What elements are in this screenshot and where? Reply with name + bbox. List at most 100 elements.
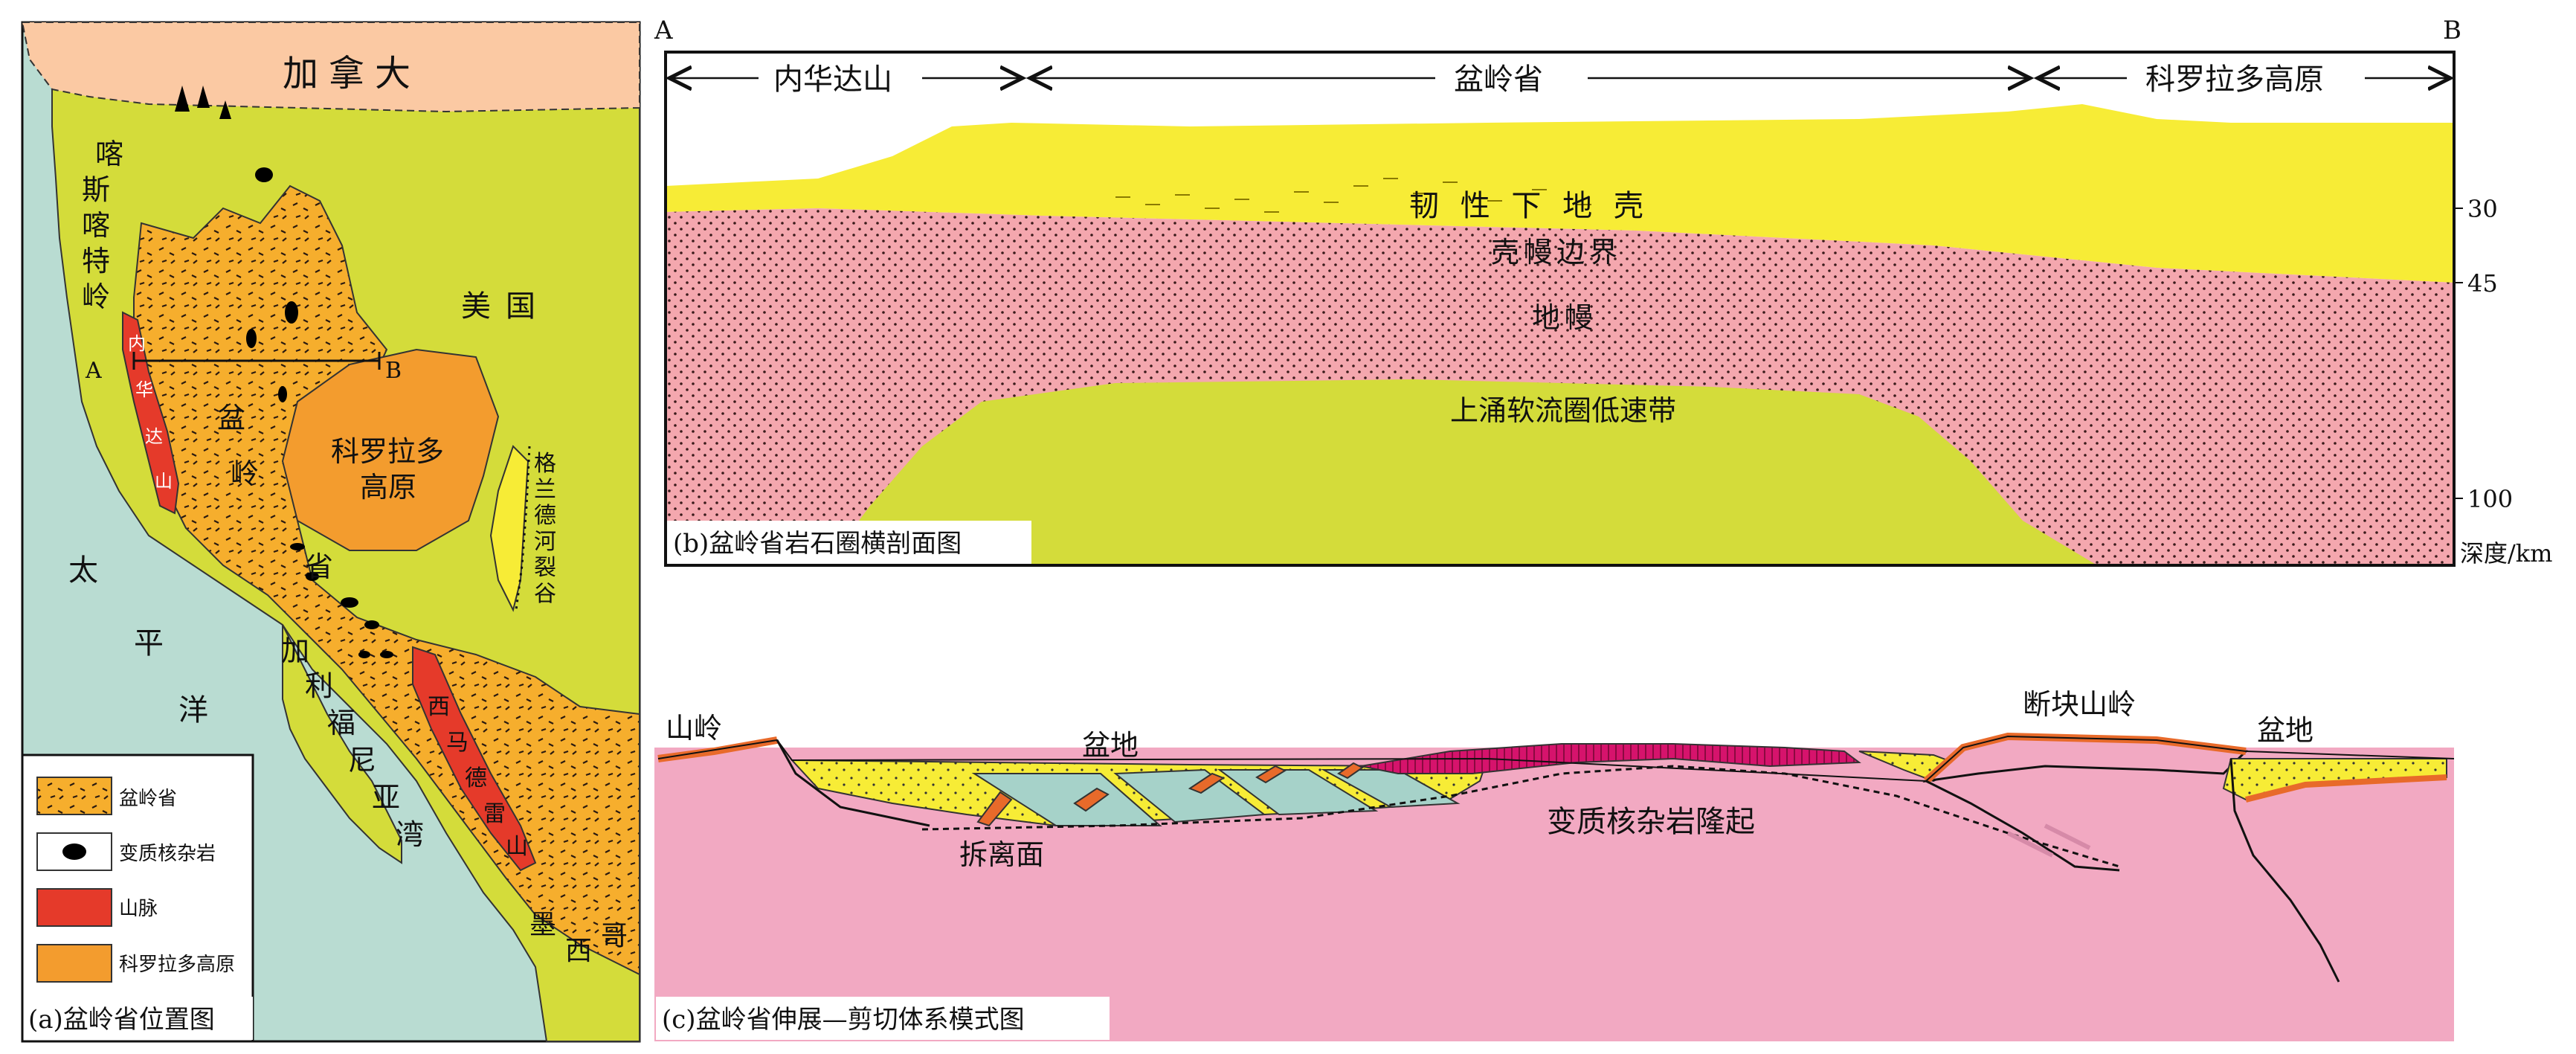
sierra-madre-char: 雷	[483, 801, 506, 827]
depth-30: 30	[2467, 195, 2498, 223]
label-colorado-header: 科罗拉多高原	[2145, 62, 2324, 97]
rio-char: 河	[534, 529, 556, 555]
major-fault-line	[1925, 780, 2120, 872]
label-detachment: 拆离面	[959, 838, 1044, 871]
depth-45: 45	[2467, 269, 2498, 298]
map-caption: (a)盆岭省位置图	[28, 1005, 215, 1035]
section-panel: 内华达山 盆岭省 科罗拉多高原 A B 韧 性 下 地 壳 壳幔边界 地幔 上涌…	[654, 16, 2553, 568]
map-point-a: A	[85, 358, 102, 384]
cascade-char: 喀	[95, 138, 123, 170]
legend-swatch-basin	[36, 777, 112, 815]
label-basin-1: 盆地	[1082, 729, 1139, 762]
label-mantle: 地幔	[1532, 301, 1597, 334]
gulf-char: 湾	[396, 818, 424, 851]
legend-basin: 盆岭省	[119, 788, 177, 810]
gulf-char: 福	[327, 707, 355, 739]
tilted-blocks	[971, 762, 1461, 827]
legend-swatch-core	[36, 832, 112, 871]
basin-right-base	[2245, 774, 2447, 803]
label-basin-2: 盆地	[2257, 714, 2313, 747]
cascade-char: 斯	[82, 173, 110, 206]
rift-fault	[515, 446, 531, 611]
rio-char: 谷	[534, 581, 556, 607]
model-caption-bg	[656, 997, 1110, 1040]
basin-range-area	[133, 184, 640, 976]
legend-core-icon	[62, 843, 86, 860]
pacific-char: 太	[68, 553, 98, 588]
sierra-madre-char: 马	[446, 730, 468, 756]
mexico-char: 西	[565, 936, 592, 966]
gulf-char: 利	[305, 669, 333, 702]
crust-texture	[1115, 178, 1636, 213]
core-complex-markers	[175, 86, 393, 658]
label-cascade: 喀 斯 喀 特 岭	[82, 138, 123, 313]
section-point-a: A	[654, 16, 673, 45]
label-colorado-2: 高原	[360, 471, 416, 504]
basin-char: 省	[305, 550, 333, 583]
basin-right-fault	[2229, 758, 2340, 983]
legend-swatch-mountain	[36, 888, 112, 927]
label-colorado-1: 科罗拉多	[331, 435, 444, 468]
basin-char: 盆	[217, 402, 245, 434]
colorado-plateau-area	[281, 348, 500, 551]
sierra-madre-char: 德	[465, 765, 487, 791]
sierra-char: 山	[155, 471, 173, 492]
label-gulf: 加 利 福 尼 亚 湾	[281, 634, 424, 851]
section-caption-bg	[667, 521, 1031, 564]
sierra-char: 达	[145, 426, 163, 447]
depth-100: 100	[2467, 485, 2513, 513]
label-pacific: 太 平 洋	[68, 553, 208, 727]
label-sierra-nevada: 内 华 达 山	[128, 333, 173, 492]
core-complex-body	[1360, 743, 1861, 774]
pacific-char: 平	[134, 626, 164, 661]
map-panel: A B 加拿大 美国 喀 斯 喀 特 岭 太 平 洋 加 利 福 尼 亚 湾 墨…	[21, 21, 641, 1043]
cascade-char: 特	[82, 245, 110, 277]
baja-peninsula	[282, 624, 402, 864]
gulf-char: 亚	[372, 781, 400, 814]
sierra-nevada-range	[122, 311, 180, 515]
label-mexico: 墨 西 哥	[529, 910, 628, 966]
detachment-line	[921, 765, 2120, 868]
rio-char: 德	[534, 503, 556, 529]
label-mountain: 山岭	[666, 712, 722, 745]
label-fault-block: 断块山岭	[2023, 688, 2136, 721]
model-caption: (c)盆岭省伸展—剪切体系模式图	[662, 1005, 1025, 1035]
map-point-b: B	[385, 358, 402, 384]
label-moho: 壳幔边界	[1491, 236, 1622, 269]
crust-layer	[666, 104, 2454, 283]
label-basin-range-header: 盆岭省	[1454, 62, 1543, 97]
section-caption: (b)盆岭省岩石圈横剖面图	[673, 529, 962, 559]
mexico-char: 墨	[529, 910, 556, 940]
legend-mountain: 山脉	[119, 898, 158, 920]
label-usa: 美国	[461, 289, 550, 324]
rio-char: 裂	[534, 555, 556, 581]
label-asthenosphere: 上涌软流圈低速带	[1450, 394, 1676, 427]
map-legend: 盆岭省 变质核杂岩 山脉 科罗拉多高原	[21, 753, 254, 1043]
pacific-char: 洋	[178, 693, 208, 727]
depth-unit: 深度/km	[2460, 539, 2553, 568]
label-rio-grande: 格 兰 德 河 裂 谷	[534, 451, 556, 607]
label-basin-range: 盆 岭 省	[217, 402, 333, 583]
model-panel: 山岭 盆地 拆离面 变质核杂岩隆起 断块山岭 盆地 (c)盆岭省伸展—剪切体系模…	[654, 688, 2455, 1041]
cascade-char: 喀	[82, 209, 110, 242]
sierra-char: 内	[128, 333, 146, 354]
mexico-char: 哥	[601, 921, 628, 951]
label-sierra-madre: 西 马 德 雷 山	[428, 694, 528, 860]
basin-char: 岭	[231, 457, 259, 490]
rio-char: 格	[534, 451, 556, 477]
canada-area	[21, 22, 640, 113]
shear-arrow-2	[2044, 823, 2091, 850]
surface-line	[657, 735, 2455, 783]
mountain-left-fault	[776, 739, 930, 827]
shear-arrow-1	[2006, 831, 2054, 858]
label-lower-crust: 韧 性 下 地 壳	[1409, 189, 1649, 223]
section-point-b: B	[2443, 16, 2461, 45]
label-core-complex: 变质核杂岩隆起	[1547, 805, 1755, 839]
sierra-char: 华	[135, 379, 153, 400]
legend-swatch-colorado	[36, 944, 112, 983]
depth-axis: 30 45 100 深度/km	[2454, 195, 2553, 568]
map-caption-bg	[24, 997, 253, 1040]
sierra-madre-char: 西	[428, 694, 450, 720]
gulf-char: 加	[281, 634, 309, 667]
